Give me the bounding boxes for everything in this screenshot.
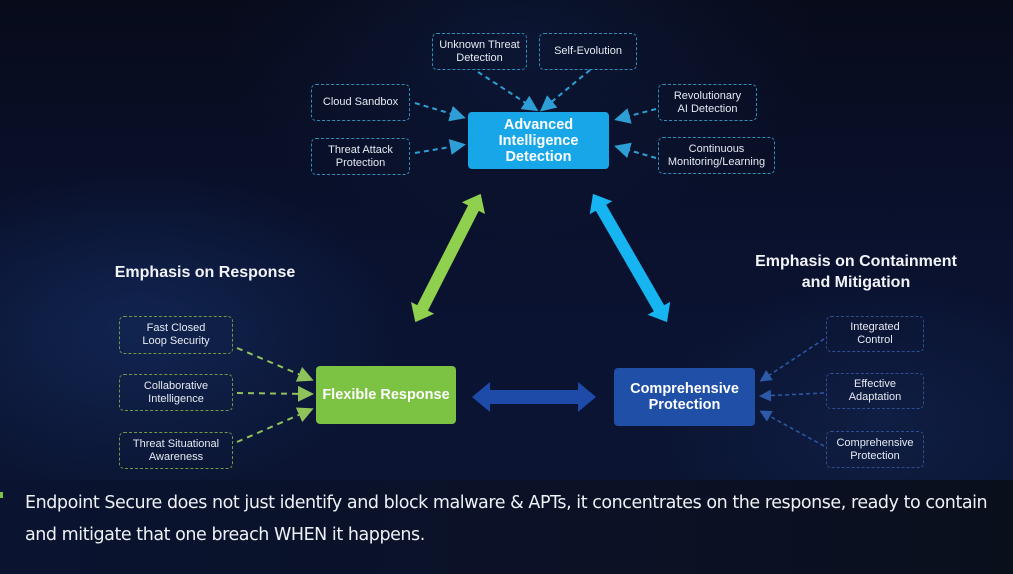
dashed-arrow xyxy=(236,385,314,402)
dashed-arrow xyxy=(614,142,657,159)
dashed-arrow xyxy=(759,338,825,382)
navy-double-arrow xyxy=(472,382,596,412)
dashed-arrow xyxy=(414,139,466,155)
node-label: Cloud Sandbox xyxy=(322,96,399,108)
node-label: Flexible Response xyxy=(322,387,450,403)
node-label: Self-Evolution xyxy=(554,45,622,57)
dashed-arrow xyxy=(477,71,539,112)
dashed-arrow xyxy=(614,108,657,124)
dashed-arrow xyxy=(236,407,314,443)
node-flexible-response: Flexible Response xyxy=(316,366,456,424)
cyan-double-arrow xyxy=(589,193,671,323)
dashed-arrow xyxy=(236,347,314,382)
node-self-evolution: Self-Evolution xyxy=(539,33,637,70)
heading-emphasis-on-response: Emphasis on Response xyxy=(114,264,296,281)
accent-marker xyxy=(0,492,3,498)
node-cloud-sandbox: Cloud Sandbox xyxy=(311,84,410,121)
green-double-arrow xyxy=(410,193,486,323)
caption-text: Endpoint Secure does not just identify a… xyxy=(25,493,988,545)
dashed-arrow xyxy=(414,102,466,122)
dashed-arrow xyxy=(759,410,825,447)
connector-layer xyxy=(236,69,825,447)
caption-background xyxy=(0,480,1013,574)
dashed-arrow xyxy=(539,69,591,112)
dashed-arrow xyxy=(759,389,825,402)
